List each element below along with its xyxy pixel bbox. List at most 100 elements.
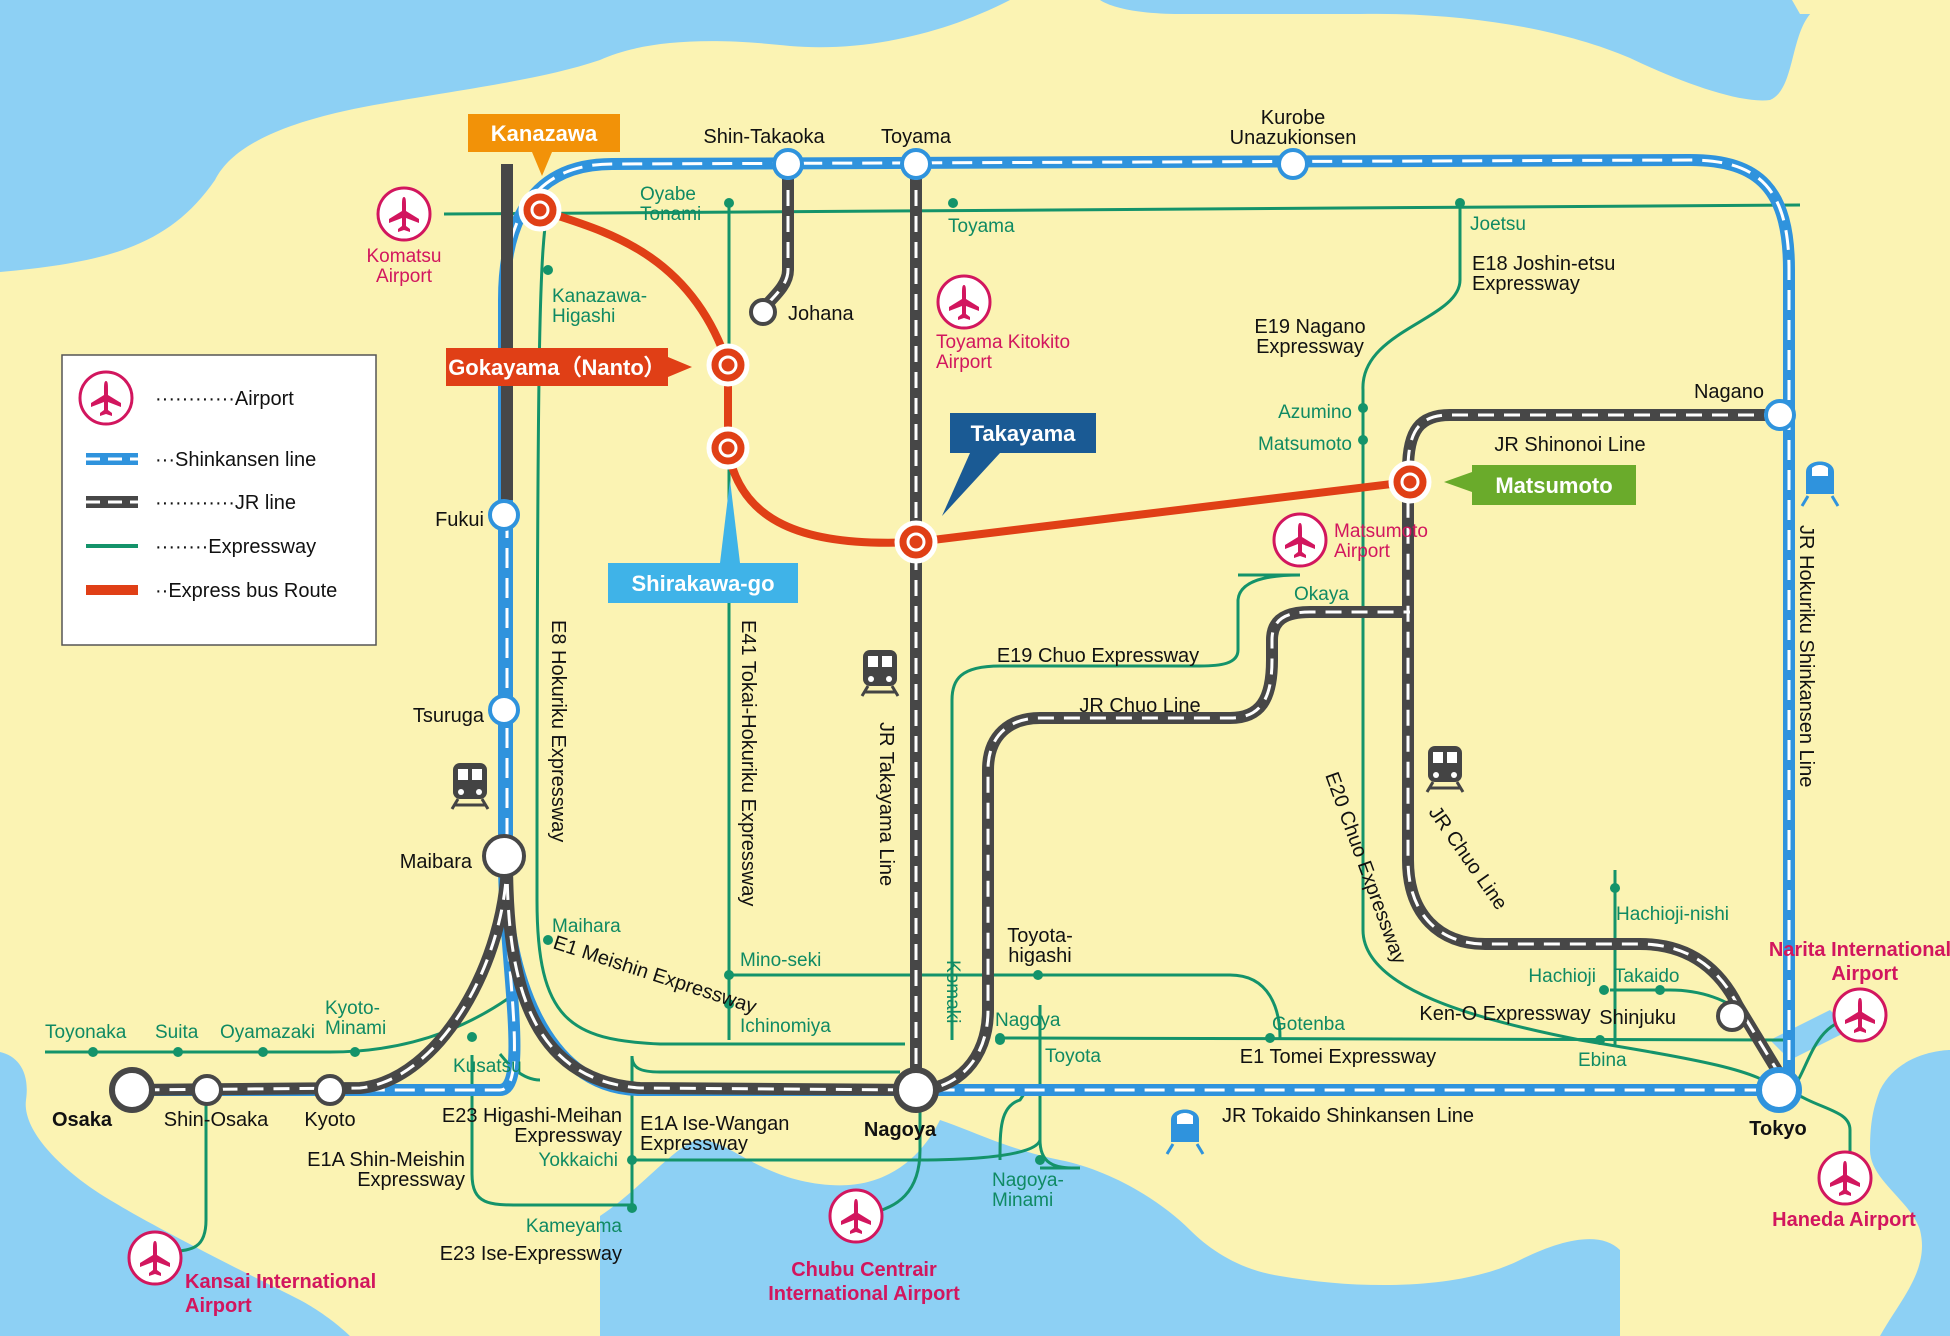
svg-text:Shirakawa-go: Shirakawa-go — [631, 571, 774, 596]
callout-takayama[interactable]: Takayama — [942, 413, 1096, 516]
svg-text:Gokayama（Nanto）: Gokayama（Nanto） — [448, 355, 666, 380]
legend-airplane-icon — [78, 370, 134, 426]
station-kyoto[interactable] — [314, 1074, 346, 1106]
svg-text:Oyabe: Oyabe — [640, 184, 696, 205]
station-fukui[interactable] — [488, 499, 520, 531]
legend-airport: ············Airport — [155, 388, 294, 410]
callout-matsumoto[interactable]: Matsumoto — [1444, 465, 1636, 505]
svg-text:Hachioji-nishi: Hachioji-nishi — [1616, 904, 1729, 925]
svg-text:Gotenba: Gotenba — [1272, 1014, 1345, 1035]
svg-text:Matsumoto: Matsumoto — [1334, 521, 1428, 542]
label-e8: E8 Hokuriku Expressway — [547, 620, 569, 842]
chubu-airplane-icon[interactable] — [828, 1188, 884, 1244]
label-shin-takaoka: Shin-Takaoka — [703, 126, 825, 148]
callout-kanazawa[interactable]: Kanazawa — [468, 114, 620, 176]
svg-text:Matsumoto: Matsumoto — [1495, 473, 1612, 498]
svg-text:International Airport: International Airport — [768, 1283, 960, 1305]
komatsu-airplane-icon[interactable] — [376, 186, 432, 242]
label-e1-tomei: E1 Tomei Expressway — [1240, 1046, 1436, 1068]
bus-stops — [518, 188, 1432, 564]
label-toyama: Toyama — [881, 126, 952, 148]
svg-text:Hachioji: Hachioji — [1528, 966, 1596, 987]
station-labels: Shin-Takaoka Toyama Kurobe Unazukionsen … — [52, 107, 1807, 1141]
svg-text:Airport: Airport — [1831, 963, 1898, 985]
svg-text:Kameyama: Kameyama — [526, 1216, 623, 1237]
callout-shirakawago[interactable]: Shirakawa-go — [608, 480, 798, 603]
callout-gokayama[interactable]: Gokayama（Nanto） — [446, 348, 692, 386]
station-toyama[interactable] — [900, 148, 932, 180]
label-e1a-isewangan-1: E1A Ise-Wangan — [640, 1113, 789, 1135]
svg-text:Kanazawa-: Kanazawa- — [552, 286, 647, 307]
label-e23-higashi-2: Expressway — [514, 1125, 622, 1147]
station-nagoya[interactable] — [893, 1067, 939, 1113]
legend-expressway: ········Expressway — [155, 536, 316, 558]
label-ken-o: Ken-O Expressway — [1419, 1003, 1590, 1025]
station-johana[interactable] — [749, 298, 777, 326]
svg-text:Mino-seki: Mino-seki — [740, 950, 821, 971]
station-kurobe[interactable] — [1277, 148, 1309, 180]
haneda-airplane-icon[interactable] — [1817, 1150, 1873, 1206]
ic-dots — [88, 198, 1665, 1213]
label-jr-takayama-line: JR Takayama Line — [875, 722, 897, 886]
label-nagano: Nagano — [1694, 381, 1764, 403]
svg-text:Kusatsu: Kusatsu — [453, 1056, 522, 1077]
label-kurobe-2: Unazukionsen — [1230, 127, 1357, 149]
label-e23-ise: E23 Ise-Expressway — [440, 1243, 622, 1265]
kansai-airplane-icon[interactable] — [127, 1230, 183, 1286]
station-nagano[interactable] — [1764, 399, 1796, 431]
legend-bus: ··Express bus Route — [155, 580, 337, 602]
legend-jr: ············JR line — [155, 492, 296, 514]
svg-text:Takaido: Takaido — [1614, 966, 1680, 987]
label-e19-chuo: E19 Chuo Expressway — [997, 645, 1199, 667]
station-shinjuku[interactable] — [1716, 1000, 1748, 1032]
label-fukui: Fukui — [435, 509, 484, 531]
svg-text:Airport: Airport — [185, 1295, 252, 1317]
matsumoto-airplane-icon[interactable] — [1272, 512, 1328, 568]
toyama-airplane-icon[interactable] — [936, 274, 992, 330]
svg-text:Kanazawa: Kanazawa — [491, 121, 598, 146]
station-maibara[interactable] — [482, 834, 526, 878]
svg-text:Toyama Kitokito: Toyama Kitokito — [936, 332, 1070, 353]
label-osaka: Osaka — [52, 1109, 113, 1131]
station-tokyo[interactable] — [1756, 1067, 1802, 1113]
express-bus-route — [538, 206, 1409, 547]
station-shin-takaoka[interactable] — [772, 148, 804, 180]
narita-airplane-icon[interactable] — [1832, 987, 1888, 1043]
label-tokyo: Tokyo — [1749, 1118, 1806, 1140]
svg-text:Kansai International: Kansai International — [185, 1271, 376, 1293]
svg-text:Maihara: Maihara — [552, 916, 621, 937]
station-shin-osaka[interactable] — [191, 1074, 223, 1106]
svg-text:Airport: Airport — [376, 266, 433, 287]
svg-text:Narita International: Narita International — [1769, 939, 1950, 961]
station-osaka[interactable] — [109, 1067, 155, 1113]
label-maibara: Maibara — [400, 851, 473, 873]
label-e19-nagano-2: Expressway — [1256, 336, 1364, 358]
label-nagoya: Nagoya — [864, 1119, 937, 1141]
e8-hokuriku-expressway — [535, 201, 905, 1046]
label-e19-nagano-1: E19 Nagano — [1254, 316, 1365, 338]
svg-text:Ichinomiya: Ichinomiya — [740, 1016, 831, 1037]
svg-text:Minami: Minami — [325, 1018, 386, 1039]
svg-text:Matsumoto: Matsumoto — [1258, 434, 1352, 455]
station-tsuruga[interactable] — [488, 694, 520, 726]
svg-text:Toyama: Toyama — [948, 216, 1015, 237]
label-tsuruga: Tsuruga — [413, 705, 485, 727]
airport-labels: Komatsu Airport Toyama Kitokito Airport … — [185, 246, 1950, 1317]
svg-text:Toyota-: Toyota- — [1007, 925, 1073, 947]
label-jr-tokaido-shinkansen: JR Tokaido Shinkansen Line — [1222, 1105, 1474, 1127]
svg-text:Nagoya-: Nagoya- — [992, 1170, 1064, 1191]
svg-text:higashi: higashi — [1008, 945, 1071, 967]
svg-text:Minami: Minami — [992, 1190, 1053, 1211]
svg-text:Komaki: Komaki — [942, 960, 963, 1023]
label-kyoto: Kyoto — [304, 1109, 355, 1131]
svg-text:Azumino: Azumino — [1278, 402, 1352, 423]
svg-text:Ebina: Ebina — [1578, 1050, 1627, 1071]
svg-text:Okaya: Okaya — [1294, 584, 1349, 605]
label-e1a-shinmeishin-2: Expressway — [357, 1169, 465, 1191]
svg-text:Nagoya: Nagoya — [995, 1010, 1061, 1031]
label-jr-shinonoi-line: JR Shinonoi Line — [1494, 434, 1645, 456]
legend-shinkansen: ···Shinkansen line — [155, 449, 316, 471]
